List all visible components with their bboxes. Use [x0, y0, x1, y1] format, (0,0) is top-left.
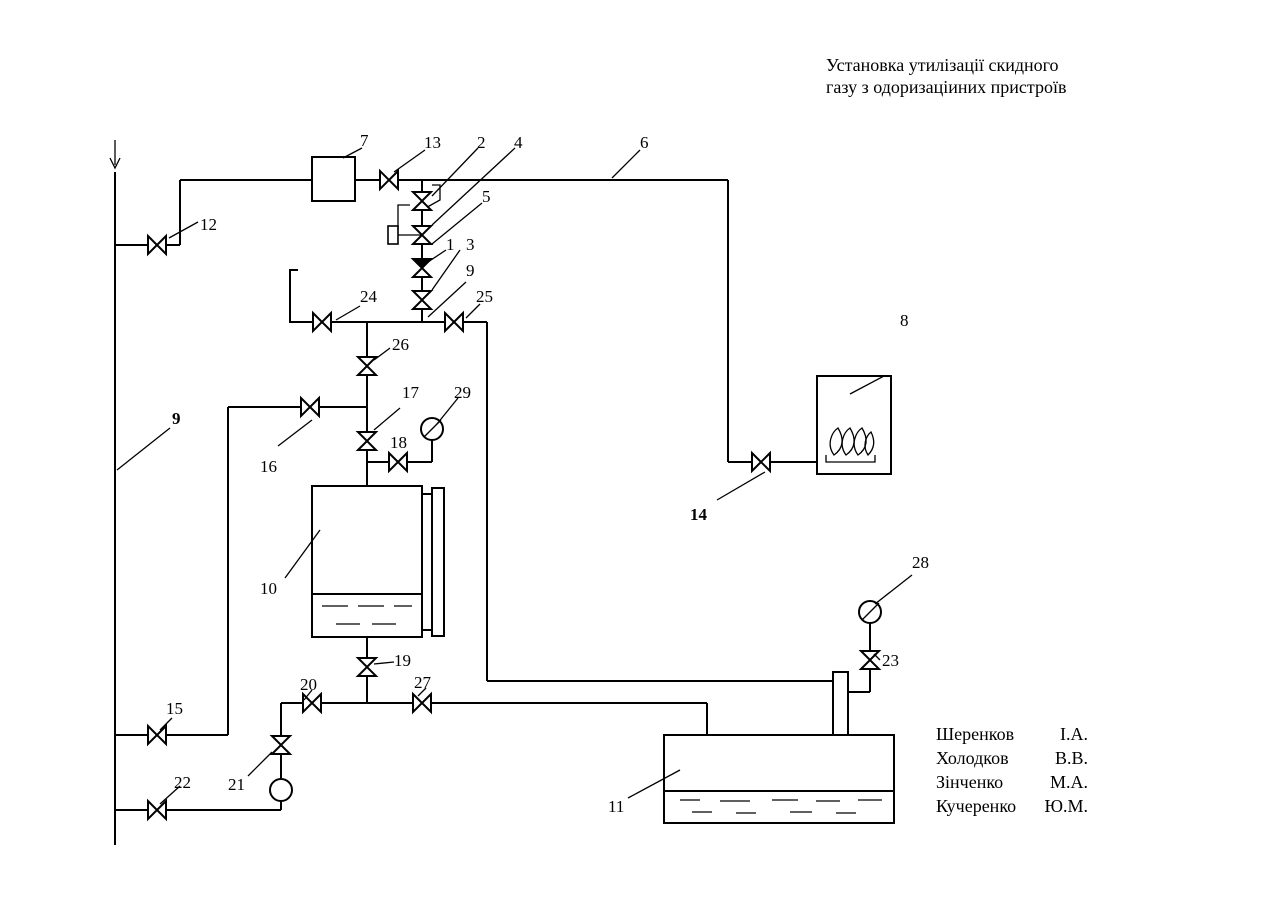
label-5: 5 — [482, 187, 491, 206]
author-name: Холодков — [936, 746, 1009, 770]
label-21: 21 — [228, 775, 245, 794]
tank-11 — [664, 622, 894, 823]
valve-27-icon — [413, 694, 431, 712]
label-14: 14 — [690, 505, 708, 524]
label-6: 6 — [640, 133, 649, 152]
pressure-gauge-28-icon — [859, 601, 881, 623]
label-9-main: 9 — [172, 409, 181, 428]
label-9-small: 9 — [466, 261, 475, 280]
author-row: Шеренков І.А. — [936, 722, 1088, 746]
authors-block: Шеренков І.А. Холодков В.В. Зінченко М.А… — [936, 722, 1088, 818]
pump-icon — [270, 779, 292, 801]
valve-21-icon — [272, 736, 290, 754]
valve-13-icon — [380, 171, 398, 189]
valve-25-icon — [445, 313, 463, 331]
label-2: 2 — [477, 133, 486, 152]
author-name: Шеренков — [936, 722, 1014, 746]
label-27: 27 — [414, 673, 432, 692]
label-11: 11 — [608, 797, 624, 816]
valve-15-icon — [148, 726, 166, 744]
label-12: 12 — [200, 215, 217, 234]
vessel-10 — [312, 486, 444, 637]
valve-26-icon — [358, 357, 376, 375]
label-25: 25 — [476, 287, 493, 306]
label-13: 13 — [424, 133, 441, 152]
valve-12-icon — [148, 236, 166, 254]
vent-line — [115, 157, 826, 462]
author-initials: М.А. — [1050, 770, 1088, 794]
author-initials: В.В. — [1055, 746, 1088, 770]
author-initials: І.А. — [1060, 722, 1088, 746]
drain-lines — [281, 637, 707, 810]
valve-14-icon — [752, 453, 770, 471]
label-26: 26 — [392, 335, 409, 354]
valve-18-icon — [389, 453, 407, 471]
label-29: 29 — [454, 383, 471, 402]
author-row: Кучеренко Ю.М. — [936, 794, 1088, 818]
valve-22-icon — [148, 801, 166, 819]
author-name: Кучеренко — [936, 794, 1016, 818]
burner-8 — [817, 376, 891, 474]
label-23: 23 — [882, 651, 899, 670]
valve-20-icon — [303, 694, 321, 712]
device-7 — [312, 157, 355, 201]
valve-23-icon — [861, 651, 879, 669]
valve-17-icon — [358, 432, 376, 450]
valve-24-icon — [313, 313, 331, 331]
label-1: 1 — [446, 235, 455, 254]
label-28: 28 — [912, 553, 929, 572]
label-10: 10 — [260, 579, 277, 598]
label-3: 3 — [466, 235, 475, 254]
leader-lines — [117, 148, 912, 804]
label-24: 24 — [360, 287, 378, 306]
author-name: Зінченко — [936, 770, 1003, 794]
author-row: Зінченко М.А. — [936, 770, 1088, 794]
valve-19-icon — [358, 658, 376, 676]
label-22: 22 — [174, 773, 191, 792]
valve-2-icon — [413, 192, 431, 210]
label-15: 15 — [166, 699, 183, 718]
label-19: 19 — [394, 651, 411, 670]
author-row: Холодков В.В. — [936, 746, 1088, 770]
label-7: 7 — [360, 131, 369, 150]
label-17: 17 — [402, 383, 420, 402]
valve-16-icon — [301, 398, 319, 416]
label-8: 8 — [900, 311, 909, 330]
valve-3-icon — [413, 291, 431, 309]
label-18: 18 — [390, 433, 407, 452]
label-16: 16 — [260, 457, 277, 476]
odorizer-stack — [388, 180, 440, 322]
label-4: 4 — [514, 133, 523, 152]
label-20: 20 — [300, 675, 317, 694]
author-initials: Ю.М. — [1044, 794, 1088, 818]
